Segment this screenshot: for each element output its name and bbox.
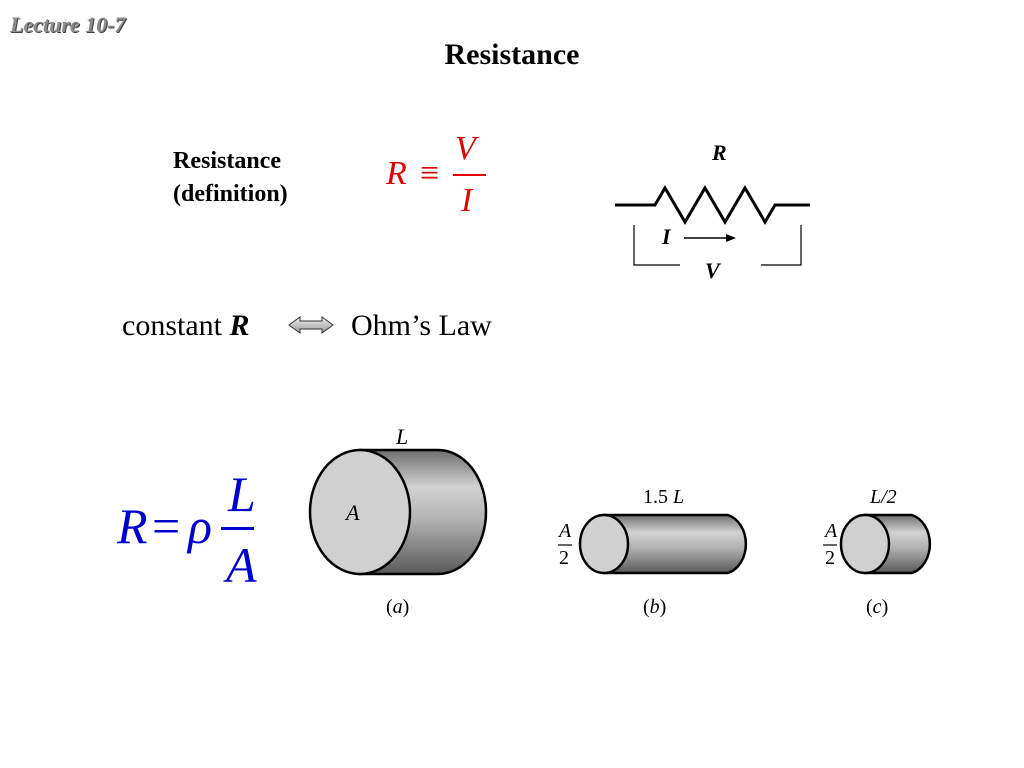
definition-label: Resistance (definition) bbox=[173, 145, 288, 211]
voltage-bracket-right bbox=[761, 225, 802, 266]
formula-r: R bbox=[117, 498, 148, 554]
lecture-number: Lecture 10-7 bbox=[10, 12, 126, 37]
formula-rho: ρ bbox=[188, 498, 212, 554]
cylinder-c bbox=[839, 513, 932, 575]
cylinder-b-area-num: A bbox=[559, 520, 572, 542]
circuit-label-v: V bbox=[705, 258, 720, 283]
page-title: Resistance bbox=[444, 38, 580, 71]
cylinders-figure bbox=[308, 448, 932, 576]
definition-label-line1: Resistance bbox=[173, 148, 281, 174]
definition-eq-numerator: V bbox=[455, 130, 476, 167]
voltage-bracket-left bbox=[633, 225, 680, 266]
cylinder-b bbox=[578, 513, 748, 575]
cylinder-b-length-num: 1.5 bbox=[643, 486, 668, 508]
cylinder-b-area-den: 2 bbox=[559, 547, 569, 569]
circuit-label-r: R bbox=[712, 140, 727, 165]
formula-numerator: L bbox=[228, 466, 256, 522]
cylinder-a-caption: (a) bbox=[386, 596, 410, 618]
formula-denominator: A bbox=[226, 537, 257, 593]
ohm-text-r: R bbox=[229, 309, 250, 342]
cylinder-c-caption: (c) bbox=[866, 596, 889, 618]
formula-equals: = bbox=[152, 498, 181, 554]
ohm-text-constant: constant bbox=[122, 309, 222, 342]
ohm-statement: constant R bbox=[122, 309, 250, 343]
ohm-law-text: Ohm’s Law bbox=[351, 309, 492, 342]
resistor-circuit-diagram bbox=[615, 185, 810, 266]
cylinder-b-length-var: L bbox=[673, 486, 685, 508]
formula-fraction-bar bbox=[221, 527, 254, 530]
resistor-zigzag bbox=[615, 185, 810, 225]
circuit-label-i: I bbox=[662, 224, 671, 249]
cylinder-a-area: A bbox=[346, 500, 360, 525]
current-arrow-head bbox=[726, 234, 736, 242]
cylinder-a bbox=[308, 448, 488, 576]
cylinder-c-length: L/2 bbox=[870, 486, 897, 508]
double-arrow-icon bbox=[288, 316, 334, 334]
cylinder-c-area-den: 2 bbox=[825, 547, 835, 569]
definition-eq-symbol: ≡ bbox=[420, 155, 440, 192]
definition-eq-denominator: I bbox=[461, 182, 473, 219]
cylinder-a-length: L bbox=[396, 424, 409, 449]
definition-eq-fraction-bar bbox=[453, 174, 486, 176]
cylinder-c-area-num: A bbox=[825, 520, 838, 542]
definition-label-line2: (definition) bbox=[173, 181, 288, 207]
cylinder-b-caption: (b) bbox=[643, 596, 667, 618]
definition-eq-r: R bbox=[386, 155, 407, 192]
cylinder-b-length: 1.5 L bbox=[643, 486, 684, 509]
